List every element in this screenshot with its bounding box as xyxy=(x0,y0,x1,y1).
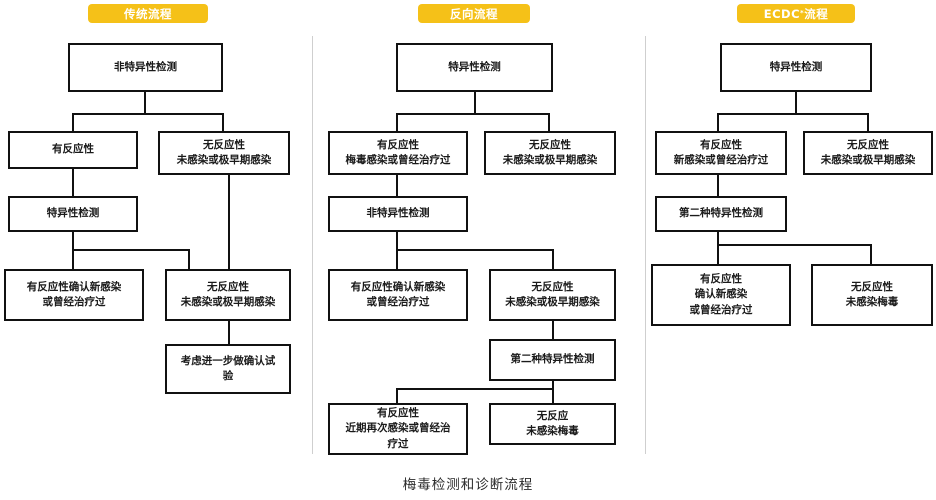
col1-node-treponemal-test-text: 特异性检测 xyxy=(46,207,100,220)
column-badge-traditional: 传统流程 xyxy=(88,4,208,23)
col3-node-reactive-new-infection: 有反应性新感染或曾经治疗过 xyxy=(655,131,787,175)
col1-node-reactive-confirmed-text: 有反应性确认新感染或曾经治疗过 xyxy=(26,280,122,308)
col2-connector-h-split3 xyxy=(396,388,554,390)
col2-connector-v-left3 xyxy=(396,388,398,403)
col1-connector-h-split1 xyxy=(72,113,224,115)
col3-connector-v-reactive-to-second xyxy=(717,175,719,196)
col1-connector-v-to-further-test xyxy=(228,321,230,344)
col3-node-second-treponemal-test-text: 第二种特异性检测 xyxy=(679,207,763,220)
col1-connector-v-left2 xyxy=(72,249,74,269)
col3-connector-v-right1 xyxy=(867,113,869,131)
col1-node-reactive: 有反应性 xyxy=(8,131,138,169)
col1-connector-v-left1 xyxy=(72,113,74,131)
col2-connector-h-split2 xyxy=(396,249,554,251)
col3-node-treponemal-test-text: 特异性检测 xyxy=(769,60,823,73)
col2-connector-v-right2 xyxy=(552,249,554,269)
column-divider-1 xyxy=(312,36,313,454)
col1-node-consider-further-test: 考虑进一步做确认试验 xyxy=(165,344,291,394)
col2-connector-v-right1 xyxy=(548,113,550,131)
figure-caption: 梅毒检测和诊断流程 xyxy=(0,473,936,493)
col2-node-reactive-confirmed: 有反应性确认新感染或曾经治疗过 xyxy=(328,269,468,321)
col3-node-nonreactive-no-syphilis: 无反应性未感染梅毒 xyxy=(811,264,933,326)
col1-connector-v-nonreactive-to-consider xyxy=(228,175,230,269)
col2-node-nonreactive-no-syphilis-text: 无反应未感染梅毒 xyxy=(526,409,579,437)
col2-node-reactive-recent-reinfection-text: 有反应性近期再次感染或曾经治疗过 xyxy=(345,407,451,450)
col2-connector-v-left1 xyxy=(396,113,398,131)
col2-node-reactive-recent-reinfection: 有反应性近期再次感染或曾经治疗过 xyxy=(328,403,468,455)
col1-node-nonreactive-uninfected-2: 无反应性未感染或极早期感染 xyxy=(165,269,291,321)
col2-node-nontreponemal-test: 非特异性检测 xyxy=(328,196,468,232)
column-badge-traditional-label: 传统流程 xyxy=(124,6,172,21)
column-badge-reverse: 反向流程 xyxy=(418,4,530,23)
col1-node-reactive-confirmed: 有反应性确认新感染或曾经治疗过 xyxy=(4,269,144,321)
col2-node-nonreactive-uninfected-2-text: 无反应性未感染或极早期感染 xyxy=(505,280,600,308)
col3-connector-h-split2 xyxy=(717,244,872,246)
col1-connector-v-right2 xyxy=(188,249,190,269)
column-badge-reverse-label: 反向流程 xyxy=(450,6,498,21)
col2-node-treponemal-test: 特异性检测 xyxy=(396,43,553,92)
col1-node-consider-further-test-text: 考虑进一步做确认试验 xyxy=(180,354,276,382)
col2-node-reactive-confirmed-text: 有反应性确认新感染或曾经治疗过 xyxy=(350,280,446,308)
col2-node-second-treponemal-test-text: 第二种特异性检测 xyxy=(510,353,595,366)
col2-connector-v-to-second-test xyxy=(552,321,554,339)
col3-node-treponemal-test: 特异性检测 xyxy=(720,43,872,92)
col3-connector-v-second-down xyxy=(717,232,719,246)
col2-node-nonreactive-uninfected-2: 无反应性未感染或极早期感染 xyxy=(489,269,616,321)
col3-node-nonreactive-uninfected-text: 无反应性未感染或极早期感染 xyxy=(820,138,916,166)
figure-caption-text: 梅毒检测和诊断流程 xyxy=(402,477,534,493)
col1-connector-v-treponemal-down xyxy=(72,232,74,251)
col1-connector-v-reactive-to-treponemal xyxy=(72,169,74,196)
col2-connector-v-second-test-down xyxy=(552,381,554,390)
col3-connector-v-left1 xyxy=(717,113,719,131)
col2-node-nontreponemal-test-text: 非特异性检测 xyxy=(366,207,430,220)
col3-node-reactive-confirmed: 有反应性确认新感染或曾经治疗过 xyxy=(651,264,791,326)
col2-connector-v-right3 xyxy=(552,388,554,403)
col3-connector-v-left2 xyxy=(717,244,719,264)
col2-node-treponemal-test-text: 特异性检测 xyxy=(448,60,501,73)
col2-connector-v-reactive-to-nontreponemal xyxy=(396,175,398,196)
column-badge-ecdc: ECDC*流程 xyxy=(737,4,855,23)
col1-connector-v-root xyxy=(144,92,146,115)
col1-node-reactive-text: 有反应性 xyxy=(52,143,94,156)
col2-connector-v-root xyxy=(474,92,476,115)
col1-connector-h-split2 xyxy=(72,249,190,251)
column-badge-ecdc-mark: * xyxy=(800,9,805,17)
col3-node-nonreactive-uninfected: 无反应性未感染或极早期感染 xyxy=(803,131,933,175)
column-badge-ecdc-suffix: 流程 xyxy=(804,6,829,21)
col2-node-reactive-syphilis: 有反应性梅毒感染或曾经治疗过 xyxy=(328,131,468,175)
col1-node-treponemal-test: 特异性检测 xyxy=(8,196,138,232)
column-divider-2 xyxy=(645,36,646,454)
col2-node-nonreactive-no-syphilis: 无反应未感染梅毒 xyxy=(489,403,616,445)
col1-node-nonreactive-uninfected-2-text: 无反应性未感染或极早期感染 xyxy=(180,280,276,308)
col2-node-nonreactive-uninfected: 无反应性未感染或极早期感染 xyxy=(484,131,616,175)
col3-connector-v-right2 xyxy=(870,244,872,264)
col3-node-reactive-confirmed-text: 有反应性确认新感染或曾经治疗过 xyxy=(689,273,753,316)
col1-node-nontreponemal-test-text: 非特异性检测 xyxy=(114,60,177,73)
col2-connector-v-left2 xyxy=(396,249,398,269)
col3-connector-v-root xyxy=(795,92,797,115)
col3-node-second-treponemal-test: 第二种特异性检测 xyxy=(655,196,787,232)
col1-connector-v-right1 xyxy=(222,113,224,131)
col1-node-nontreponemal-test: 非特异性检测 xyxy=(68,43,223,92)
col1-node-nonreactive-uninfected: 无反应性未感染或极早期感染 xyxy=(158,131,290,175)
col1-node-nonreactive-uninfected-text: 无反应性未感染或极早期感染 xyxy=(176,138,272,166)
col3-connector-h-split1 xyxy=(717,113,869,115)
col2-node-reactive-syphilis-text: 有反应性梅毒感染或曾经治疗过 xyxy=(345,138,451,166)
col2-connector-h-split1 xyxy=(396,113,550,115)
col3-node-nonreactive-no-syphilis-text: 无反应性未感染梅毒 xyxy=(845,280,899,308)
col2-node-second-treponemal-test: 第二种特异性检测 xyxy=(489,339,616,381)
col2-connector-v-nontreponemal-down xyxy=(396,232,398,251)
col2-node-nonreactive-uninfected-text: 无反应性未感染或极早期感染 xyxy=(502,138,598,166)
col3-node-reactive-new-infection-text: 有反应性新感染或曾经治疗过 xyxy=(673,138,769,166)
column-badge-ecdc-label: ECDC xyxy=(763,6,801,21)
